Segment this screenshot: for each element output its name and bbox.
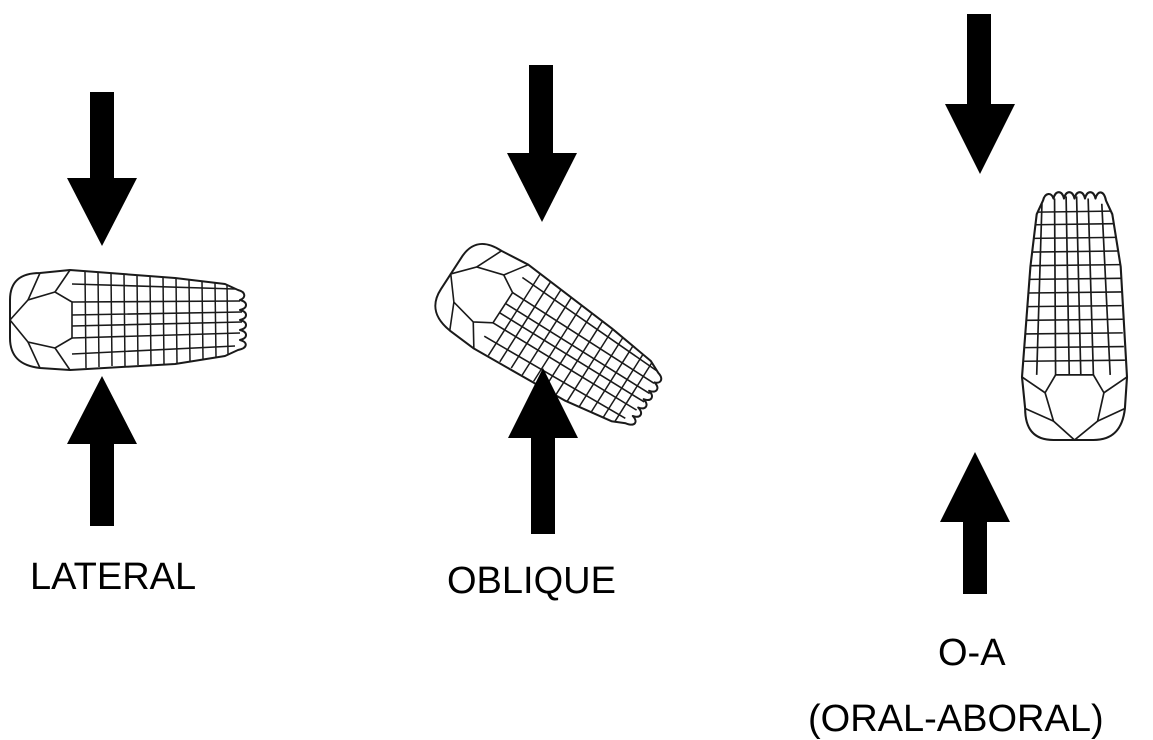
oa-arrow-down: [945, 14, 1015, 174]
lateral-label: LATERAL: [30, 558, 196, 596]
oblique-arrow-down: [507, 65, 577, 222]
oa-corn-ear: [1022, 192, 1127, 440]
lateral-arrow-up: [67, 376, 137, 526]
lateral-arrow-down: [67, 92, 137, 246]
oa-arrow-up: [940, 452, 1010, 594]
lateral-corn-ear: [10, 270, 246, 370]
oral-aboral-label: (ORAL-ABORAL): [808, 700, 1104, 738]
oa-label: O-A: [938, 634, 1006, 672]
oblique-label: OBLIQUE: [447, 562, 616, 600]
